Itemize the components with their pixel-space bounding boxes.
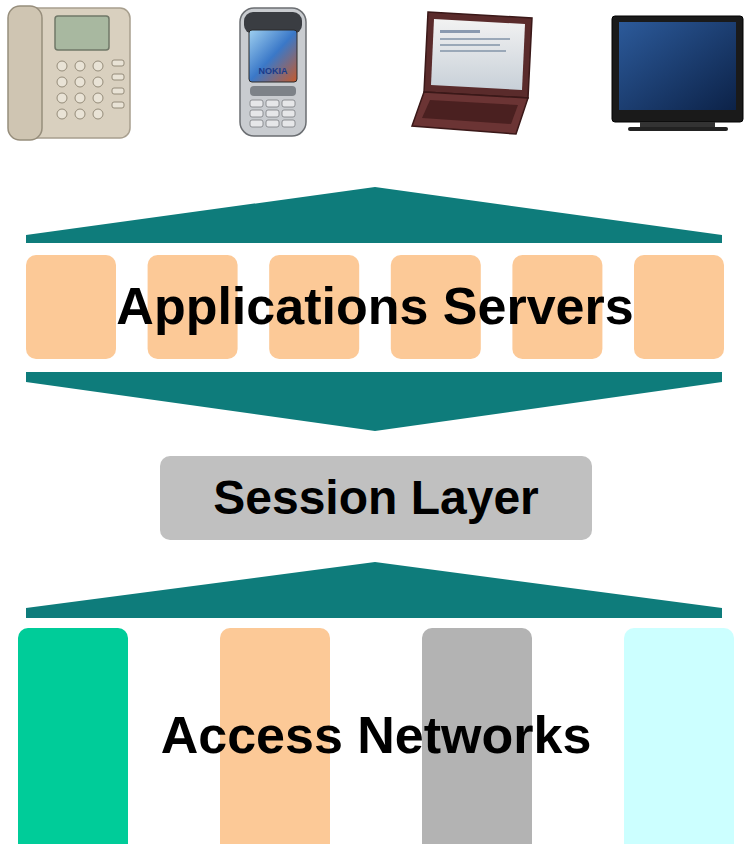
server-block xyxy=(26,255,116,359)
network-column xyxy=(624,628,734,844)
brand-logo: NOKIA xyxy=(249,66,297,76)
server-block xyxy=(634,255,724,359)
application-band: Applications Servers xyxy=(26,255,724,359)
desk-phone xyxy=(8,6,130,140)
layer-label: Applications Servers xyxy=(116,278,633,335)
network-column xyxy=(18,628,128,844)
layer-label: Session Layer xyxy=(213,472,539,525)
access-band: Access Networks xyxy=(18,628,734,844)
layer-label: Access Networks xyxy=(161,707,592,764)
mobile-phone xyxy=(240,8,306,136)
television xyxy=(612,16,743,131)
uplink-triangle xyxy=(26,187,722,243)
laptop xyxy=(412,12,532,134)
session-box xyxy=(160,456,592,540)
flow-arrow xyxy=(26,562,722,618)
flow-arrow xyxy=(26,372,722,431)
session-box: Session Layer xyxy=(160,456,592,540)
